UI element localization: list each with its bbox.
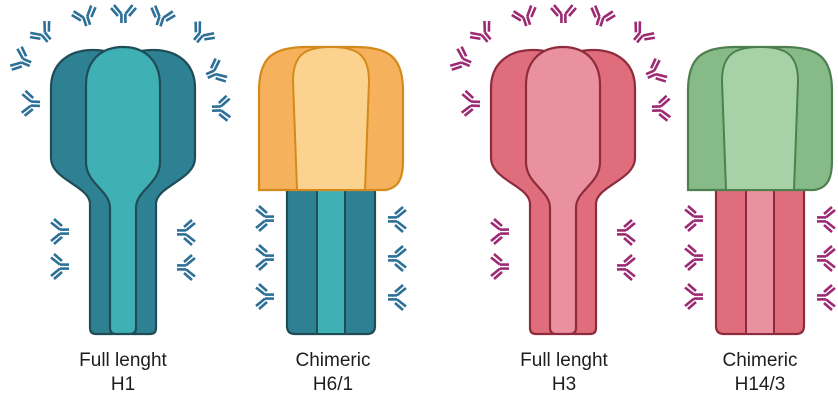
caption-title: Chimeric — [253, 349, 413, 373]
antibody-icon — [587, 5, 616, 30]
antibody-icon — [685, 245, 703, 270]
antibody-icon — [202, 57, 229, 87]
head-center — [293, 47, 369, 190]
antibody-icon — [491, 219, 509, 244]
caption-title: Full lenght — [484, 349, 644, 373]
antibody-icon — [617, 220, 635, 245]
antibody-icon — [551, 5, 576, 23]
antibody-icon — [685, 206, 703, 231]
caption-subtype: H14/3 — [680, 373, 838, 397]
antibody-icon — [22, 91, 41, 117]
stem-center — [317, 188, 345, 334]
antibody-icon — [468, 19, 499, 49]
caption-panel-2: Chimeric H6/1 — [253, 349, 413, 397]
caption-subtype: H3 — [484, 373, 644, 397]
antibody-icon — [111, 5, 136, 23]
antibody-icon — [9, 46, 35, 76]
antibody-icon — [462, 91, 481, 117]
antibody-icon — [642, 57, 669, 87]
antibody-icon — [147, 5, 176, 30]
antibody-icon — [212, 96, 231, 122]
antibody-icon — [186, 19, 217, 49]
antibody-icon — [511, 4, 540, 29]
antibody-icon — [177, 255, 195, 280]
head-center — [722, 47, 798, 190]
caption-subtype: H6/1 — [253, 373, 413, 397]
caption-subtype: H1 — [43, 373, 203, 397]
antibody-icon — [652, 96, 671, 122]
caption-panel-4: Chimeric H14/3 — [680, 349, 838, 397]
caption-title: Full lenght — [43, 349, 203, 373]
antibody-icon — [817, 285, 835, 310]
antibody-icon — [388, 285, 406, 310]
antibody-icon — [51, 219, 69, 244]
caption-title: Chimeric — [680, 349, 838, 373]
antibody-icon — [388, 246, 406, 271]
panel-full-length-h3 — [449, 4, 670, 334]
antibody-icon — [626, 19, 657, 49]
antibody-icon — [28, 19, 59, 49]
antibody-icon — [51, 254, 69, 279]
antibody-icon — [388, 207, 406, 232]
antibody-icon — [177, 220, 195, 245]
antibody-icon — [817, 246, 835, 271]
antibody-icon — [256, 284, 274, 309]
antibody-icon — [491, 254, 509, 279]
antibody-icon — [71, 4, 100, 29]
stem-center — [746, 188, 774, 334]
antibody-icon — [685, 284, 703, 309]
antibody-icon — [449, 46, 475, 76]
caption-panel-1: Full lenght H1 — [43, 349, 203, 397]
antibody-icon — [256, 206, 274, 231]
antibody-icon — [617, 255, 635, 280]
caption-panel-3: Full lenght H3 — [484, 349, 644, 397]
panel-chimeric-h14-3 — [685, 47, 835, 334]
antibody-icon — [256, 245, 274, 270]
panel-full-length-h1 — [9, 4, 230, 334]
antibody-icon — [817, 207, 835, 232]
panel-chimeric-h6-1 — [256, 47, 406, 334]
